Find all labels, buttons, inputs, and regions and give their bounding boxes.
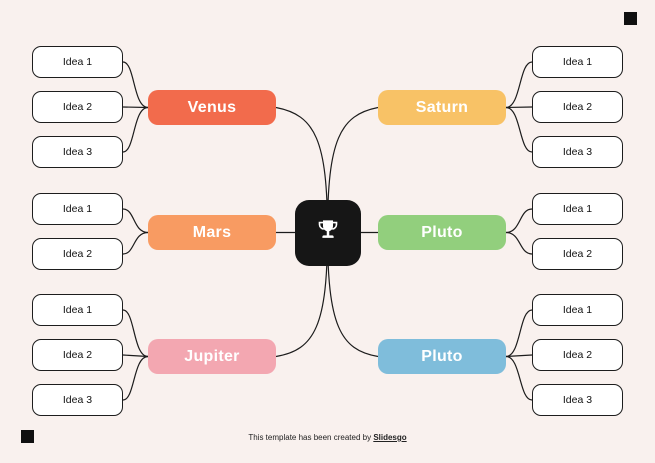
idea-box-pluto-blue-3[interactable]: Idea 3 [532, 384, 623, 416]
idea-box-jupiter-3[interactable]: Idea 3 [32, 384, 123, 416]
idea-box-venus-3[interactable]: Idea 3 [32, 136, 123, 168]
branch-label-saturn[interactable]: Saturn [378, 90, 506, 125]
corner-square-bottom-left [21, 430, 34, 443]
branch-label-jupiter[interactable]: Jupiter [148, 339, 276, 374]
idea-box-jupiter-1[interactable]: Idea 1 [32, 294, 123, 326]
branch-label-mars[interactable]: Mars [148, 215, 276, 250]
center-node[interactable] [295, 200, 361, 266]
idea-box-saturn-1[interactable]: Idea 1 [532, 46, 623, 78]
trophy-icon [313, 216, 343, 251]
footer-credit: This template has been created by Slides… [0, 433, 655, 442]
footer-text: This template has been created by [248, 433, 374, 442]
branch-label-pluto-green[interactable]: Pluto [378, 215, 506, 250]
footer-brand-link[interactable]: Slidesgo [373, 433, 407, 442]
branch-label-venus[interactable]: Venus [148, 90, 276, 125]
idea-box-pluto-blue-1[interactable]: Idea 1 [532, 294, 623, 326]
corner-square-top-right [624, 12, 637, 25]
idea-box-pluto-green-1[interactable]: Idea 1 [532, 193, 623, 225]
idea-box-venus-1[interactable]: Idea 1 [32, 46, 123, 78]
idea-box-saturn-2[interactable]: Idea 2 [532, 91, 623, 123]
idea-box-mars-1[interactable]: Idea 1 [32, 193, 123, 225]
idea-box-jupiter-2[interactable]: Idea 2 [32, 339, 123, 371]
idea-box-pluto-blue-2[interactable]: Idea 2 [532, 339, 623, 371]
idea-box-saturn-3[interactable]: Idea 3 [532, 136, 623, 168]
idea-box-venus-2[interactable]: Idea 2 [32, 91, 123, 123]
branch-label-pluto-blue[interactable]: Pluto [378, 339, 506, 374]
idea-box-mars-2[interactable]: Idea 2 [32, 238, 123, 270]
idea-box-pluto-green-2[interactable]: Idea 2 [532, 238, 623, 270]
